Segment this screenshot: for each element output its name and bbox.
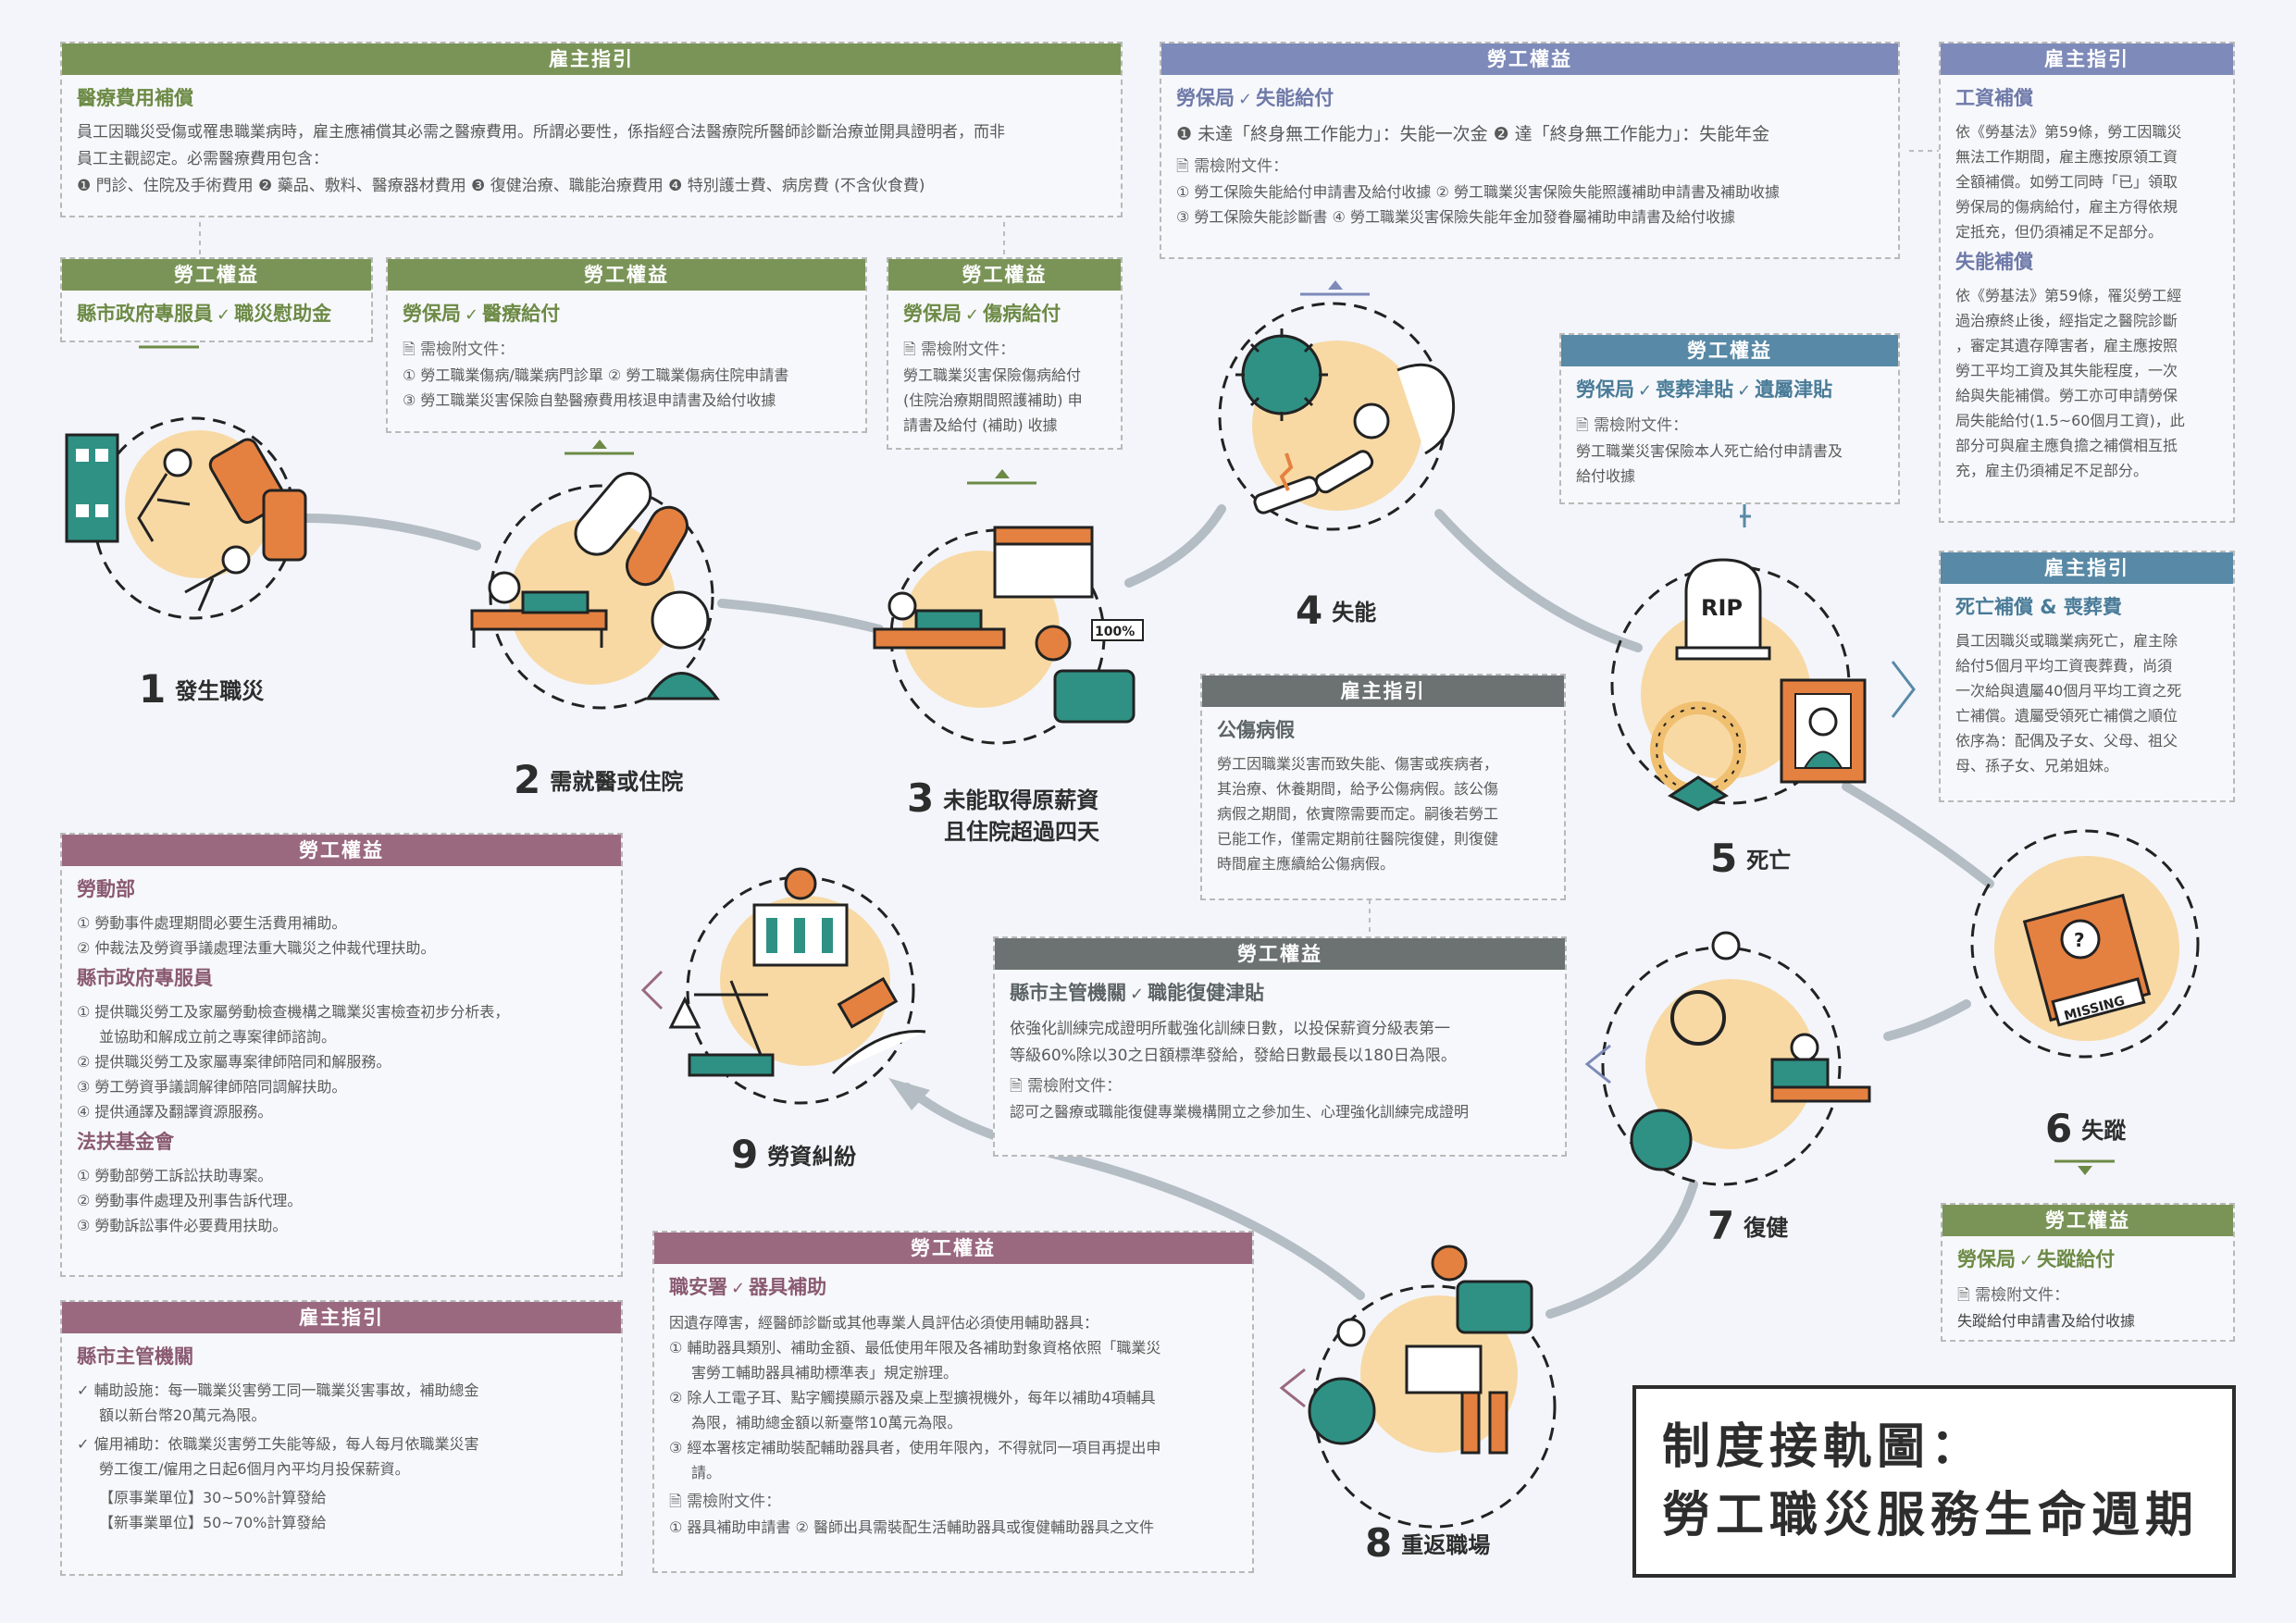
document-icon: 🗎 [1176, 157, 1195, 176]
connector-path-6-7 [1883, 999, 1971, 1041]
connector-path-1-2 [301, 514, 481, 551]
disability-benefit-box: 勞工權益 勞保局✓失能給付 ❶ 未達「終身無工作能力」：失能一次金 ❷ 達「終身… [1160, 42, 1900, 259]
box-header: 雇主指引 [62, 43, 1121, 75]
document-icon: 🗎 [1576, 416, 1595, 435]
stage-6-illustration: ? MISSING [1970, 829, 2200, 1175]
stage-4-illustration [1218, 280, 1456, 531]
connector-path-7-8 [1545, 1180, 1698, 1319]
assistive-devices-box: 勞工權益 職安署✓器具補助 因遺存障害，經醫師診斷或其他專業人員評估必須使用輔助… [652, 1231, 1254, 1573]
county-comfort-box: 勞工權益 縣市政府專服員✓職災慰助金 [60, 257, 373, 342]
stage-8-illustration [1279, 1245, 1557, 1529]
stage-3-illustration: 100% [873, 469, 1144, 745]
wage-compensation-box: 雇主指引 工資補償 依《勞基法》第59條，勞工因職災 無法工作期間，雇主應按原領… [1939, 42, 2235, 523]
document-icon: 🗎 [1957, 1286, 1976, 1305]
missing-benefit-box: 勞工權益 勞保局✓失蹤給付 🗎 需檢附文件： 失蹤給付申請書及給付收據 [1941, 1203, 2235, 1342]
sick-leave-box: 雇主指引 公傷病假 勞工因職業災害而致失能、傷害或疾病者， 其治療、休養期間，給… [1200, 674, 1566, 900]
medical-expense-employer-box: 雇主指引 醫療費用補償 員工因職災受傷或罹患職業病時，雇主應補償其必需之醫療費用… [60, 42, 1123, 217]
employer-county-box: 雇主指引 縣市主管機關 ✓ 輔助設施：每一職業災害勞工同一職業災害事故，補助總金… [60, 1300, 623, 1576]
connector-path-2-3 [717, 599, 884, 634]
svg-text:?: ? [2074, 929, 2085, 951]
document-icon: 🗎 [669, 1493, 688, 1511]
connector-path-4-5 [1434, 509, 1643, 652]
rip-label: RIP [1701, 595, 1743, 621]
connector-path-8-9 [902, 1083, 1365, 1300]
funeral-benefit-box: 勞工權益 勞保局✓喪葬津貼✓遺屬津貼 🗎 需檢附文件： 勞工職業災害保險本人死亡… [1559, 333, 1900, 504]
labor-dispute-box: 勞工權益 勞動部 ① 勞動事件處理期間必要生活費用補助。 ② 仲裁法及勞資爭議處… [60, 833, 623, 1277]
check-icon: ✓ [77, 1435, 94, 1453]
rehab-allowance-box: 勞工權益 縣市主管機關✓職能復健津貼 依強化訓練完成證明所載強化訓練日數，以投保… [993, 936, 1567, 1157]
document-icon: 🗎 [1010, 1077, 1028, 1096]
check-icon: ✓ [1130, 985, 1145, 1004]
check-icon: ✓ [731, 1279, 746, 1298]
check-icon: ✓ [77, 1381, 94, 1399]
diagram-title-line2: 勞工職災服務生命週期 [1662, 1488, 2200, 1543]
document-icon: 🗎 [403, 341, 421, 359]
stage-2-illustration [470, 440, 720, 710]
box-title: 醫療費用補償 [77, 87, 193, 109]
stage-1-illustration [65, 333, 307, 620]
stage-5-illustration: RIP [1610, 504, 1916, 812]
check-icon: ✓ [2019, 1251, 2034, 1270]
check-icon: ✓ [1737, 381, 1752, 401]
diagram-title-line1: 制度接軌圖： [1662, 1419, 1985, 1475]
injury-benefit-box: 勞工權益 勞保局✓傷病給付 🗎 需檢附文件： 勞工職業災害保險傷病給付 (住院治… [887, 257, 1123, 450]
check-icon: ✓ [1238, 90, 1253, 109]
connector-path-5-6 [1842, 782, 1994, 888]
arrow-head-icon [888, 1078, 930, 1110]
document-icon: 🗎 [903, 341, 922, 359]
stage-7-illustration [1584, 931, 1871, 1186]
percent-label: 100% [1095, 625, 1135, 639]
check-icon: ✓ [465, 305, 479, 325]
medical-benefit-box: 勞工權益 勞保局✓醫療給付 🗎 需檢附文件： ① 勞工職業傷病/職業病門診單 ②… [386, 257, 867, 433]
death-compensation-box: 雇主指引 死亡補償 & 喪葬費 員工因職災或職業病死亡，雇主除 給付5個月平均工… [1939, 551, 2235, 802]
check-icon: ✓ [1638, 381, 1653, 401]
connector-path-3-4 [1124, 504, 1226, 588]
check-icon: ✓ [217, 305, 231, 325]
stage-9-illustration [640, 867, 926, 1105]
check-icon: ✓ [965, 305, 980, 325]
diagram-title-box: 制度接軌圖： 勞工職災服務生命週期 [1632, 1385, 2236, 1578]
